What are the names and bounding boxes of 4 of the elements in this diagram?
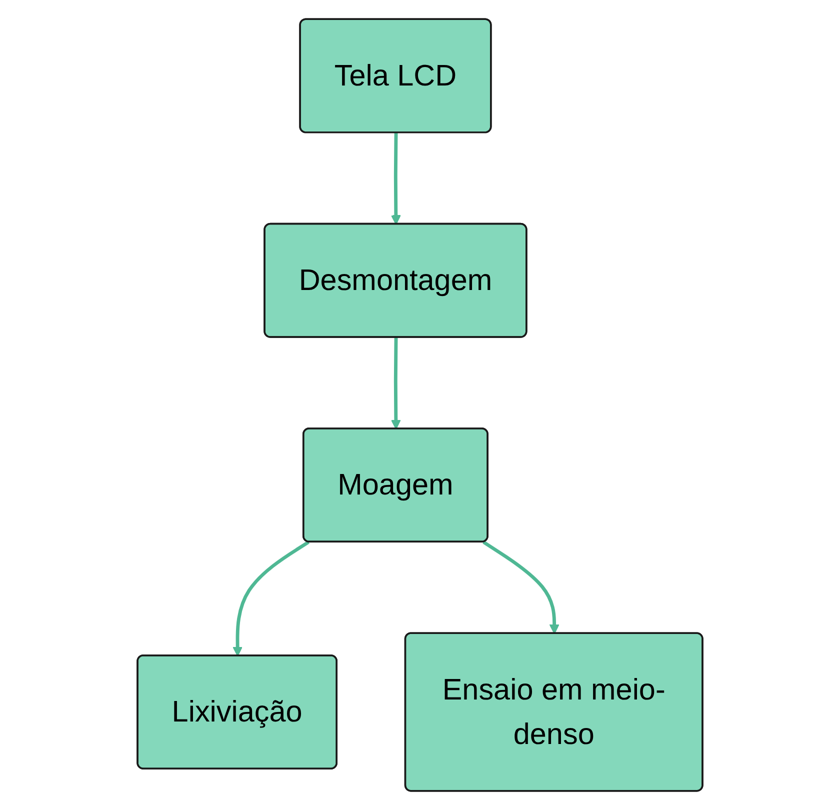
arrow [482, 540, 560, 634]
arrow [232, 540, 310, 656]
arrow [390, 338, 401, 430]
arrow [390, 132, 401, 225]
